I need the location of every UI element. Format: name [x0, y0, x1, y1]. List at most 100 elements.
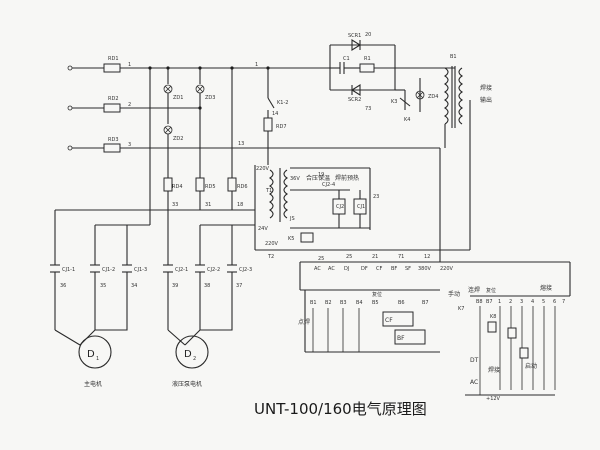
label-start: 合压保温 — [306, 174, 330, 182]
term-380v: 380V — [418, 266, 432, 272]
scr2-icon — [350, 84, 361, 96]
terminal-l1 — [67, 65, 73, 71]
term-bf: BF — [391, 266, 397, 272]
term-sf: SF — [405, 266, 411, 272]
coil-cj1-label: CJ1 — [357, 204, 365, 210]
contact-num-36: 36 — [60, 283, 66, 289]
motor-d2-sub: 2 — [193, 356, 196, 362]
motor-d2-caption: 液压泵电机 — [172, 380, 202, 388]
wire-33-label: 33 — [172, 202, 178, 208]
term-df: DF — [361, 266, 368, 272]
terminal-2: 2 — [509, 299, 512, 305]
terminal-b4: B4 — [356, 300, 363, 306]
weld-output-line2: 输出 — [480, 96, 492, 104]
scr1-label: SCR1 — [348, 33, 361, 39]
label-manual: 点焊 — [298, 318, 310, 326]
label-pressurize: AC — [470, 379, 478, 386]
fuse-rd7-label: RD7 — [276, 124, 287, 130]
fuse-rd2 — [103, 103, 121, 113]
relay-k7-coil — [487, 321, 497, 333]
transformer-b1: B1 焊接 输出 — [444, 54, 492, 148]
fuse-rd5-label: RD5 — [205, 184, 216, 190]
fuse-rd4 — [163, 177, 173, 192]
terminal-7: 7 — [562, 299, 565, 305]
terminal-b5: B5 — [372, 300, 379, 306]
voltage-220v-b-label: 220V — [265, 241, 279, 247]
wire-20-label: 12 — [424, 254, 430, 260]
relay-k7-label: K8 — [490, 314, 496, 320]
contact-num-38: 38 — [204, 283, 210, 289]
relay-k2-coil — [300, 232, 314, 243]
label-weld: 启动 — [525, 362, 537, 370]
resistor-r1 — [359, 63, 375, 73]
scr1-icon — [351, 39, 362, 51]
wire-14-label: 25 — [318, 256, 324, 262]
terminal-b1: B1 — [310, 300, 317, 306]
mode-selector-box — [382, 311, 414, 327]
term-dj: DJ — [344, 266, 349, 272]
terminal-b7b: B7 — [486, 299, 493, 305]
relay-k1-2-label: K1-2 — [277, 100, 288, 106]
relay-k3-label: K3 — [391, 99, 397, 105]
fuse-rd3 — [103, 143, 121, 153]
lamp-zd3-label: ZD3 — [205, 95, 215, 101]
relay-k8-coil — [507, 327, 517, 339]
control-panel-left: 复位 B1 B2 B3 B4 B5 B6 B7 点焊 CF BF — [298, 290, 440, 353]
wire-1b-label: 1 — [255, 62, 258, 68]
fuse-rd4-label: RD4 — [172, 184, 183, 190]
capacitor-c1-label: C1 — [343, 56, 350, 62]
wire-22-label: 19 — [318, 172, 324, 178]
relay-k4-label: K4 — [404, 117, 410, 123]
transformer-t1-label: T1 — [265, 188, 272, 194]
wire-13-label: 13 — [238, 141, 244, 147]
terminal-6: 6 — [553, 299, 556, 305]
motor-d2-icon — [175, 335, 209, 369]
motor-d2-letter: D — [184, 349, 192, 360]
terminal-b3: B3 — [340, 300, 347, 306]
resistor-r1-label: R1 — [364, 56, 371, 62]
motor-d1-icon — [78, 335, 112, 369]
wire-24-label: 25 — [346, 254, 352, 260]
term-ac-2: AC — [328, 266, 335, 272]
control-panel-right: 手动 连焊 复位 熔接 B8 B7 1 2 3 4 5 6 7 K7 K8 +1… — [448, 261, 571, 402]
diagram-title: UNT-100/160电气原理图 — [254, 400, 427, 418]
contact-cj1-1-label: CJ1-1 — [62, 267, 75, 273]
preheat-selector-box — [394, 329, 426, 345]
terminal-b6: B6 — [398, 300, 405, 306]
lamp-zd4-label: ZD4 — [428, 94, 438, 100]
contact-cj2-2-label: CJ2-2 — [207, 267, 220, 273]
motor-d1-letter: D — [87, 349, 95, 360]
contact-cj1-3-label: CJ1-3 — [134, 267, 147, 273]
voltage-36v-label: 36V — [290, 176, 300, 182]
transformer-t2-label: T2 — [267, 254, 274, 260]
fuse-rd2-label: RD2 — [108, 96, 119, 102]
term-220v: 220V — [440, 266, 454, 272]
contactor-bank: CJ1-1 CJ1-2 CJ1-3 CJ2-1 CJ2-2 CJ2-3 36 3… — [50, 209, 255, 330]
relay-k5-label: K7 — [458, 306, 464, 312]
label-preheat: BF — [397, 335, 405, 342]
terminal-b8: B8 — [476, 299, 483, 305]
contact-num-34: 34 — [131, 283, 137, 289]
fuse-rd5 — [195, 177, 205, 192]
lamp-zd1-label: ZD1 — [173, 95, 183, 101]
scr-section: SCR1 20 SCR2 73 C1 R1 K3 K4 ZD4 — [329, 32, 455, 123]
motor-d1-sub: 1 — [96, 356, 99, 362]
scr2-label: SCR2 — [348, 97, 361, 103]
contact-num-37: 37 — [236, 283, 242, 289]
wire-2-label: 2 — [128, 102, 131, 108]
contact-cj1-2-label: CJ1-2 — [102, 267, 115, 273]
supply-12v-label: 复位 — [372, 291, 382, 298]
wire-71-label: 73 — [365, 106, 371, 112]
wire-3-label: 3 — [128, 142, 131, 148]
supply-12v-b-label: 复位 — [486, 287, 496, 294]
terminal-b7: B7 — [422, 300, 429, 306]
wire-18-label: 14 — [272, 111, 278, 117]
voltage-220v-label: 220V — [256, 166, 270, 172]
vertical-feeds: ZD1 ZD2 RD4 33 ZD3 RD5 31 RD6 18 K1-2 14… — [148, 66, 288, 210]
wire-32-label: 31 — [205, 202, 211, 208]
wire-73-label: 20 — [365, 32, 371, 38]
contact-num-39: 39 — [172, 283, 178, 289]
wire-31-label: 18 — [237, 202, 243, 208]
transformer-b1-label: B1 — [450, 54, 457, 60]
